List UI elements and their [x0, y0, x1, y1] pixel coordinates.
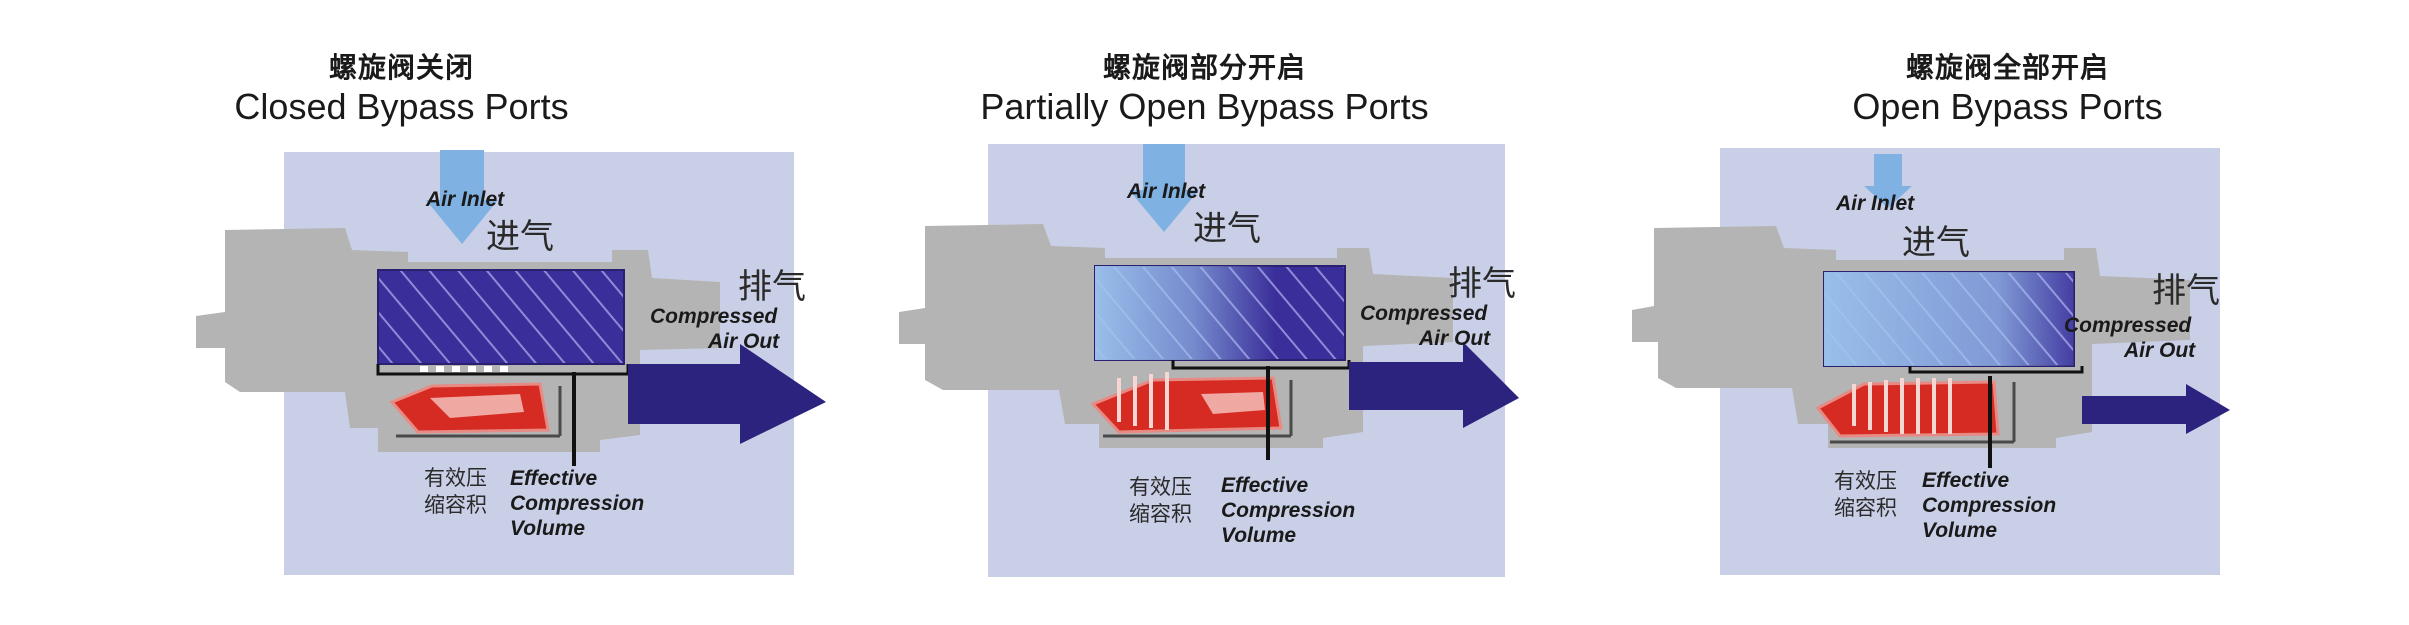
lower-trim — [396, 386, 562, 438]
compressor-diagram-partial: Air Inlet 进气 排气 Compressed Air Out 有效压 缩… — [899, 144, 1519, 577]
compressed-air-out-arrow — [1349, 342, 1519, 428]
outlet-en-label-2: Air Out — [2123, 339, 2196, 362]
outlet-cn-label: 排气 — [1448, 264, 1516, 304]
bypass-ports-open — [1852, 378, 1952, 434]
air-inlet-label: Air Inlet — [1835, 192, 1915, 215]
compressed-air-out-arrow — [628, 344, 826, 444]
volume-cn-label-2: 缩容积 — [1834, 496, 1897, 520]
air-inlet-label: Air Inlet — [425, 188, 505, 211]
outlet-en-label-1: Compressed — [1360, 302, 1488, 325]
volume-en-label-1: Effective — [1922, 469, 2009, 492]
panel-title-en: Closed Bypass Ports — [234, 86, 569, 127]
bypass-valve-outline — [1908, 366, 2084, 374]
volume-cn-label-2: 缩容积 — [1129, 502, 1192, 526]
compression-volume — [1815, 380, 2000, 438]
volume-cn-label-2: 缩容积 — [424, 493, 487, 517]
compressed-air-out-arrow — [2082, 384, 2230, 434]
compression-highlight — [430, 394, 524, 418]
outlet-en-label-1: Compressed — [2064, 314, 2192, 337]
inlet-cn-label: 进气 — [486, 217, 554, 257]
compressor-diagram-open: Air Inlet 进气 排气 Compressed Air Out 有效压 缩… — [1632, 148, 2230, 575]
air-inlet-label: Air Inlet — [1126, 180, 1206, 203]
volume-en-label-1: Effective — [510, 467, 597, 490]
volume-cn-label-1: 有效压 — [424, 466, 487, 490]
volume-cn-label-1: 有效压 — [1129, 475, 1192, 499]
volume-en-label-2: Compression — [1221, 499, 1355, 522]
bypass-ports-closed — [420, 366, 508, 372]
compressor-diagram-closed: Air Inlet 进气 排气 Compressed Air Out 有效压 缩… — [196, 150, 826, 575]
panel-partially-open: 螺旋阀部分开启 Partially Open Bypass Ports — [803, 0, 1606, 625]
panel-title-cn: 螺旋阀部分开启 — [1102, 51, 1306, 84]
volume-en-label-3: Volume — [1221, 524, 1296, 547]
outlet-en-label-2: Air Out — [707, 330, 780, 353]
volume-cn-label-1: 有效压 — [1834, 469, 1897, 493]
panel-title-cn: 螺旋阀全部开启 — [1905, 51, 2109, 84]
volume-en-label-2: Compression — [510, 492, 644, 515]
rotor-bypass-region — [1824, 272, 2074, 366]
compression-highlight — [1201, 392, 1265, 414]
outlet-cn-label: 排气 — [2152, 271, 2220, 311]
panel-closed: 螺旋阀关闭 Closed Bypass Ports — [0, 0, 826, 625]
rotor-bypass-region — [1095, 266, 1275, 360]
outlet-en-label-2: Air Out — [1418, 327, 1491, 350]
volume-en-label-3: Volume — [510, 517, 585, 540]
volume-en-label-2: Compression — [1922, 494, 2056, 517]
inlet-cn-label: 进气 — [1902, 223, 1970, 263]
panel-title-cn: 螺旋阀关闭 — [328, 51, 474, 84]
rotor-screw — [377, 269, 625, 365]
inlet-cn-label: 进气 — [1193, 209, 1261, 249]
volume-en-label-1: Effective — [1221, 474, 1308, 497]
lower-trim — [1103, 380, 1293, 438]
air-inlet-arrow — [1129, 144, 1199, 232]
compression-volume — [1090, 376, 1283, 434]
panel-title-en: Open Bypass Ports — [1852, 86, 2163, 127]
bypass-ports-open — [1117, 372, 1169, 430]
panel-open: 螺旋阀全部开启 Open Bypass Ports — [1606, 0, 2409, 625]
lower-trim — [1830, 382, 2016, 444]
air-inlet-arrow — [426, 150, 498, 244]
volume-en-label-3: Volume — [1922, 519, 1997, 542]
outlet-cn-label: 排气 — [738, 267, 806, 307]
panel-title-en: Partially Open Bypass Ports — [980, 86, 1429, 127]
outlet-en-label-1: Compressed — [650, 305, 778, 328]
air-inlet-arrow — [1864, 154, 1912, 208]
